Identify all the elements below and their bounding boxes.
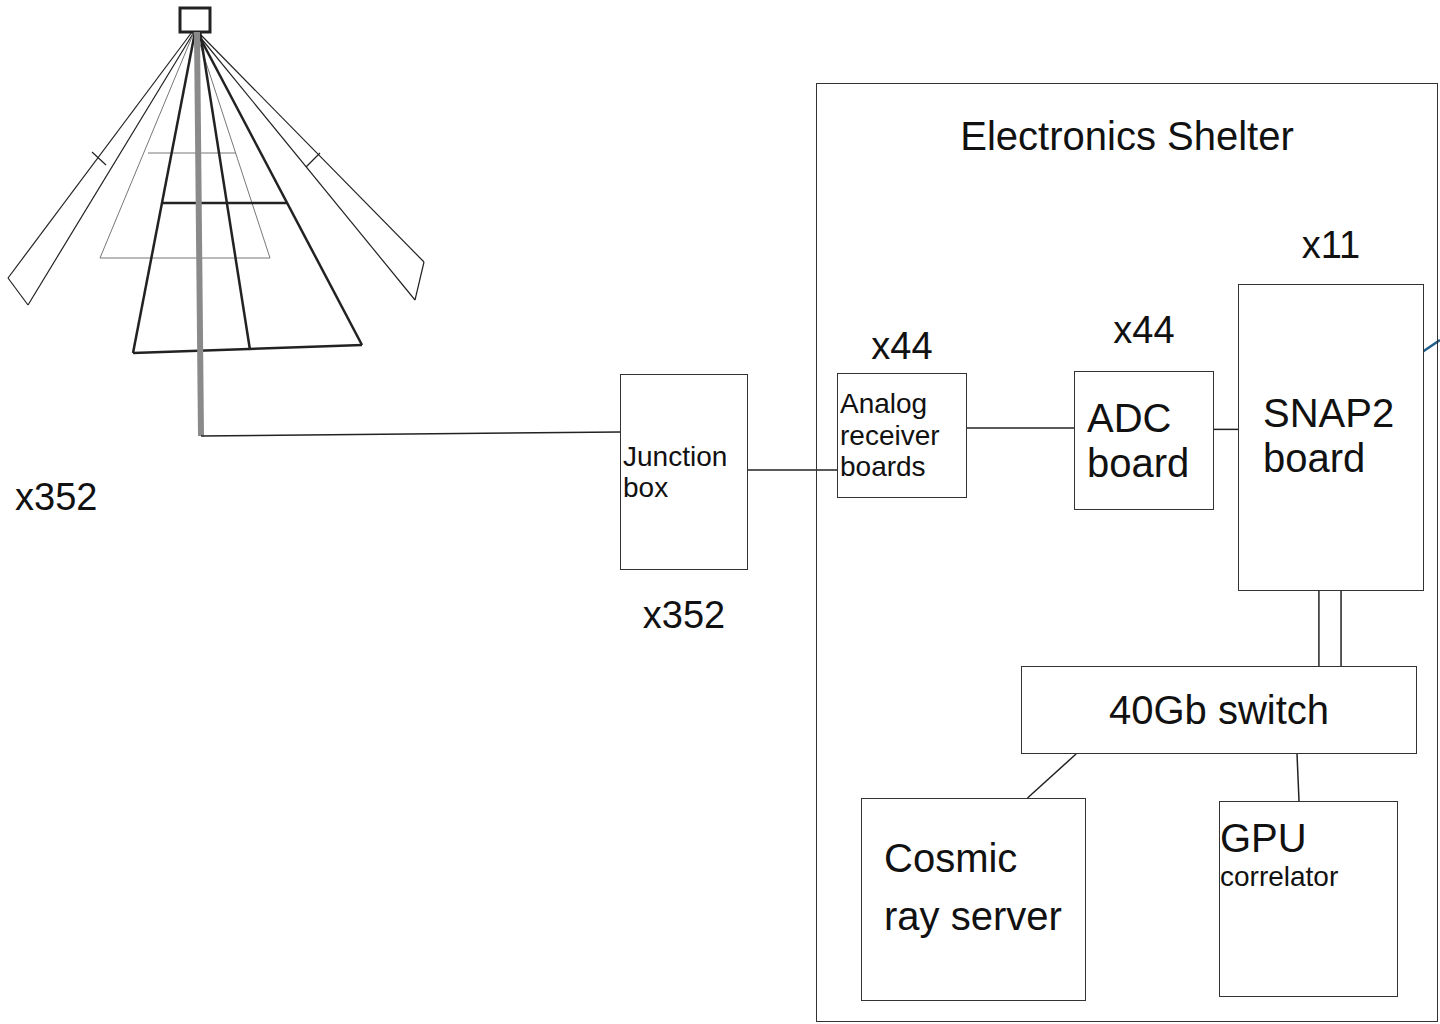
count-label: x352	[643, 595, 725, 637]
connector	[1318, 591, 1320, 666]
box-label: Junction box	[623, 441, 745, 504]
connector	[967, 427, 1074, 429]
count-label: x44	[871, 326, 932, 368]
connector	[1028, 754, 1077, 798]
component-box: x44ADC board	[1074, 371, 1214, 510]
count-label: x44	[1113, 310, 1174, 352]
box-label: Cosmic ray server	[884, 829, 1077, 945]
count-label: x11	[1302, 225, 1360, 267]
component-box: Cosmic ray server	[861, 798, 1086, 1001]
region-title: Electronics Shelter	[960, 114, 1293, 159]
count-label: x352	[15, 476, 97, 519]
box-label: ADC board	[1087, 396, 1207, 486]
antenna-drawing	[8, 8, 620, 436]
box-label: correlator	[1220, 861, 1338, 892]
component-box: x44Analog receiver boards	[837, 373, 967, 498]
box-label: 40Gb switch	[1109, 688, 1329, 733]
connector	[748, 469, 837, 471]
component-box: Junction boxx352	[620, 374, 748, 570]
shelter-region: Electronics Shelterx44Analog receiver bo…	[816, 83, 1438, 1022]
connector	[1340, 591, 1342, 666]
component-box: 40Gb switch	[1021, 666, 1417, 754]
box-label: Analog receiver boards	[840, 388, 964, 482]
box-label: SNAP2 board	[1263, 391, 1417, 481]
connector	[1214, 429, 1238, 431]
component-box: GPUcorrelator	[1219, 801, 1398, 997]
box-label: GPU	[1220, 816, 1307, 861]
connector	[1297, 754, 1299, 801]
component-box: x11SNAP2 board	[1238, 284, 1424, 591]
